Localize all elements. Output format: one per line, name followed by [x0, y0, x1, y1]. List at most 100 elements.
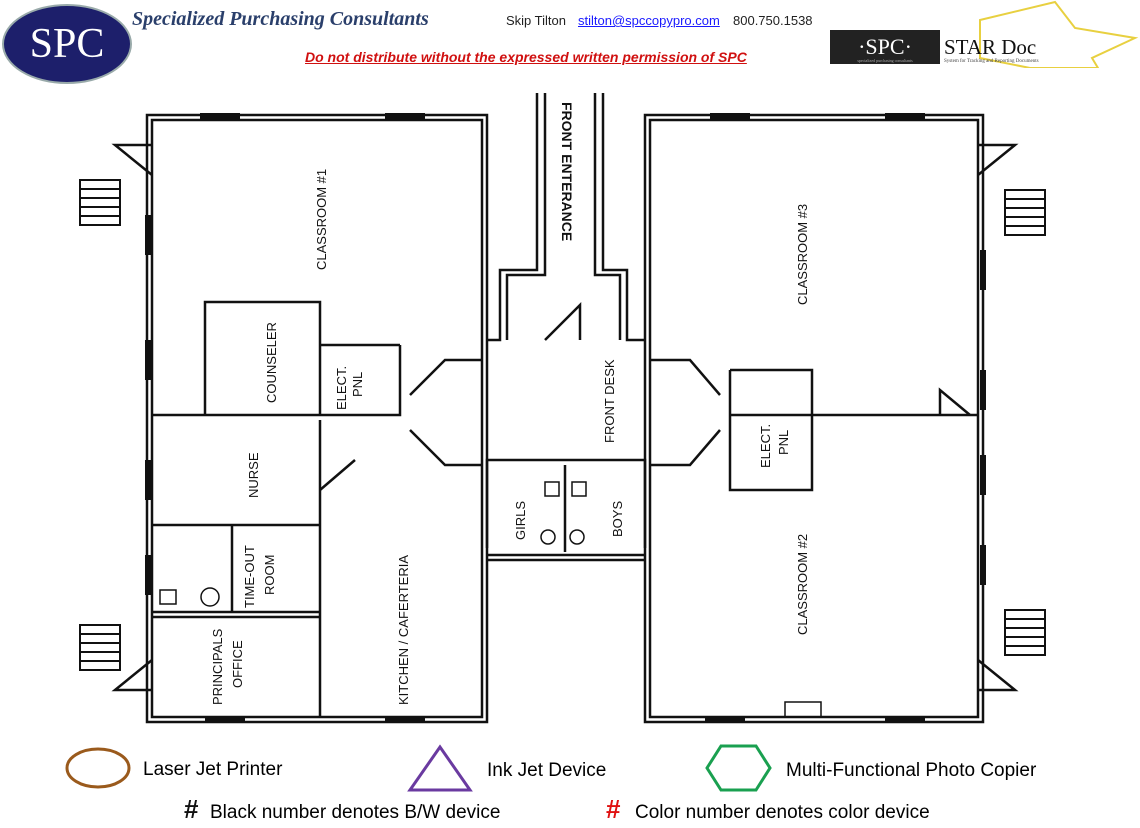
room-front-desk: FRONT DESK — [602, 359, 617, 443]
room-pnl-right: PNL — [776, 430, 791, 455]
legend-laser-label: Laser Jet Printer — [143, 759, 283, 780]
legend-inkjet-label: Ink Jet Device — [487, 760, 606, 781]
entrance-right-wall — [601, 93, 645, 342]
stair-treads — [80, 633, 120, 662]
left-wing-outer-wall — [145, 113, 489, 724]
windows — [145, 113, 986, 722]
window — [385, 716, 425, 722]
stairs-nw — [79, 179, 121, 226]
door-swing — [319, 459, 356, 491]
stardoc-title: STAR Doc — [944, 35, 1036, 59]
walls — [111, 93, 1019, 724]
room-boys: BOYS — [610, 501, 625, 537]
window — [980, 370, 986, 410]
door-swing — [409, 358, 482, 396]
right-wing-outer-wall — [643, 113, 985, 724]
bw-hash-symbol: # — [184, 794, 199, 824]
left-wing-inner-wall — [150, 118, 484, 719]
stairs-sw — [79, 624, 121, 671]
window — [205, 716, 245, 722]
color-hash-symbol: # — [606, 794, 621, 824]
entrance-left-wall — [487, 93, 539, 342]
window — [705, 716, 745, 722]
entrance-right-wall-inner — [593, 93, 622, 340]
entrance-left-wall-inner — [505, 93, 547, 340]
window — [980, 545, 986, 585]
door-swing — [650, 358, 721, 396]
legend-mfp-label: Multi-Functional Photo Copier — [786, 760, 1037, 781]
door-swing — [650, 429, 721, 467]
window — [980, 250, 986, 290]
stairs-ne — [1004, 189, 1046, 236]
spc-logo: SPC — [2, 4, 132, 84]
front-entrance-label: FRONT ENTERANCE — [559, 102, 575, 241]
room-kitchen: KITCHEN / CAFERTERIA — [396, 555, 411, 705]
ink-jet-triangle-icon — [407, 744, 473, 792]
door-swing — [111, 143, 153, 176]
window — [885, 113, 925, 119]
sink — [544, 481, 560, 497]
room-classroom-1: CLASSROOM #1 — [314, 169, 329, 270]
logo-text: SPC — [29, 21, 105, 67]
legend-bw-label: Black number denotes B/W device — [210, 802, 500, 823]
room-classroom-3: CLASSROOM #3 — [795, 204, 810, 305]
window — [145, 340, 151, 380]
window — [145, 555, 151, 595]
stair-treads — [1005, 618, 1045, 647]
room-principals: PRINCIPALS — [210, 628, 225, 705]
room-girls: GIRLS — [513, 501, 528, 540]
stardoc-subtitle: System for Tracking and Reporting Docume… — [944, 59, 1039, 64]
mfp-hexagon-icon — [705, 744, 772, 792]
cabinet — [784, 701, 822, 718]
restroom-block — [485, 458, 647, 548]
room-pnl-left: PNL — [350, 372, 365, 397]
room-classroom-2: CLASSROOM #2 — [795, 534, 810, 635]
toilet — [540, 529, 556, 545]
fixtures — [159, 481, 822, 718]
distribution-warning: Do not distribute without the expressed … — [305, 49, 747, 65]
stairs — [79, 179, 1046, 671]
sink — [159, 589, 177, 605]
door-swing — [111, 659, 153, 692]
sink — [571, 481, 587, 497]
star-outline — [979, 0, 1139, 68]
email-link[interactable]: stilton@spccopypro.com — [578, 13, 720, 28]
stardoc-logo: ·SPC· specialized purchasing consultants… — [830, 0, 1139, 68]
contact-name: Skip Tilton — [506, 13, 566, 28]
phone-number: 800.750.1538 — [733, 13, 813, 28]
window — [385, 113, 425, 119]
room-timeout-2: ROOM — [262, 555, 277, 595]
laser-jet-circle-icon — [65, 747, 131, 789]
door-swing — [544, 301, 582, 341]
room-office: OFFICE — [230, 640, 245, 688]
window — [145, 460, 151, 500]
company-name: Specialized Purchasing Consultants — [132, 8, 429, 30]
right-wing-inner-wall — [648, 118, 980, 719]
counseler-room — [203, 300, 322, 415]
door-swing — [938, 387, 971, 416]
room-elect-right: ELECT. — [758, 424, 773, 468]
stairs-se — [1004, 609, 1046, 656]
stair-treads — [1005, 198, 1045, 227]
room-timeout: TIME-OUT — [242, 545, 257, 608]
door-swing — [409, 429, 482, 467]
window — [885, 716, 925, 722]
toilet — [569, 529, 585, 545]
legend-color-label: Color number denotes color device — [635, 802, 930, 823]
stardoc-tagline: specialized purchasing consultants — [857, 58, 913, 63]
window — [710, 113, 750, 119]
left-horizontal-wall — [152, 345, 402, 417]
elect-panel-right — [728, 368, 814, 492]
room-counseler: COUNSELER — [264, 322, 279, 403]
stardoc-spc: ·SPC· — [858, 34, 912, 59]
stardoc-dark-box — [830, 30, 940, 64]
room-nurse: NURSE — [246, 452, 261, 498]
window — [200, 113, 240, 119]
door-swing — [977, 659, 1019, 692]
room-elect-left: ELECT. — [334, 366, 349, 410]
door-swing — [977, 143, 1019, 176]
window — [980, 455, 986, 495]
stair-treads — [80, 188, 120, 217]
